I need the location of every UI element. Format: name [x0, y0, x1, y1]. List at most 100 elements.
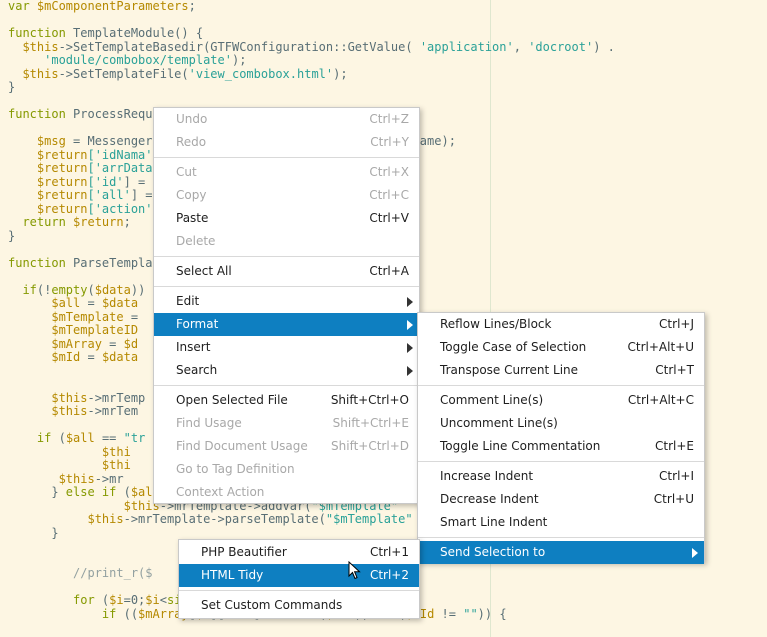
code-token: return	[8, 215, 74, 229]
code-token: (	[87, 282, 95, 297]
menu-item-undo[interactable]: Undo Ctrl+Z	[154, 108, 419, 131]
menu-item-label: Undo	[176, 112, 208, 126]
code-token: $this	[8, 512, 124, 526]
code-token: $mTemplate	[8, 309, 124, 324]
code-token: (!	[36, 282, 52, 297]
submenu-arrow-icon	[407, 320, 413, 330]
code-token: $this	[8, 498, 160, 513]
menu-item-label: Cut	[176, 165, 197, 179]
menu-item-toggle-line-commentation[interactable]: Toggle Line Commentation Ctrl+E	[418, 435, 704, 458]
menu-item-shortcut: Shift+Ctrl+O	[330, 393, 409, 407]
menu-item-uncomment-line-s[interactable]: Uncomment Line(s)	[418, 412, 704, 435]
code-line: $return['all'] =	[8, 188, 153, 203]
code-token: $i	[109, 593, 124, 607]
code-token: function	[8, 255, 74, 270]
code-line: function ProcessReque	[8, 107, 160, 122]
code-line: function ParseTemplat	[8, 255, 160, 271]
code-line: $return['id'] =	[8, 175, 145, 190]
code-token: }	[8, 80, 16, 94]
menu-item-shortcut: Ctrl+J	[659, 317, 694, 331]
code-line: if(!empty($data))	[8, 282, 145, 298]
code-token: $return	[8, 188, 88, 202]
code-token: $return	[73, 215, 124, 229]
code-token: ParseTemplat	[73, 255, 160, 270]
menu-item-label: Find Document Usage	[176, 439, 308, 453]
code-token: $i	[145, 593, 160, 607]
menu-item-edit[interactable]: Edit	[154, 290, 419, 313]
code-token: $all	[65, 431, 95, 445]
code-token: <	[159, 593, 167, 607]
code-token: !=	[434, 606, 464, 621]
code-line: $this->mrTem	[8, 404, 139, 419]
menu-item-insert[interactable]: Insert	[154, 336, 419, 359]
code-token: (	[101, 593, 110, 607]
submenu-arrow-icon	[407, 343, 413, 353]
menu-item-shortcut: Ctrl+I	[659, 469, 694, 483]
code-token: $this	[8, 471, 95, 486]
code-token: ->mrTemplate->parseTemplate(	[123, 512, 326, 526]
menu-item-search[interactable]: Search	[154, 359, 419, 382]
code-token: $this	[8, 66, 59, 81]
code-line: $this->mrTemplate->parseTemplate("$mTemp…	[8, 512, 413, 527]
menu-item-shortcut: Ctrl+Y	[370, 135, 409, 149]
code-token: $d	[123, 336, 139, 351]
code-token: ) .	[593, 39, 615, 54]
code-token: ;	[188, 0, 196, 13]
code-token: ,	[513, 39, 529, 54]
menu-item-label: Increase Indent	[440, 469, 534, 483]
code-token: ->mrTem	[87, 404, 139, 418]
menu-item-send-selection-to[interactable]: Send Selection to	[418, 541, 704, 564]
code-token: var	[8, 0, 37, 13]
menu-item-delete[interactable]: Delete	[154, 230, 419, 253]
menu-separator	[154, 256, 419, 257]
code-token: ->mrTemp	[87, 390, 146, 405]
code-token: $all	[130, 485, 160, 499]
code-line: //print_r($	[8, 566, 153, 581]
menu-item-label: PHP Beautifier	[201, 545, 287, 559]
code-token: $return	[8, 161, 88, 175]
code-token: $mComponentParameters	[36, 0, 189, 13]
menu-item-shortcut: Ctrl+E	[655, 439, 694, 453]
menu-item-label: HTML Tidy	[201, 568, 264, 582]
code-token: 'application'	[419, 39, 514, 54]
menu-item-find-document-usage[interactable]: Find Document Usage Shift+Ctrl+D	[154, 435, 419, 458]
menu-item-shortcut: Shift+Ctrl+D	[331, 439, 409, 453]
code-token: "$mTemplate"	[325, 512, 413, 526]
code-token: $data	[101, 350, 139, 364]
menu-item-shortcut: Ctrl+Z	[369, 112, 409, 126]
mouse-cursor-icon	[348, 561, 361, 580]
menu-item-comment-line-s[interactable]: Comment Line(s)Ctrl+Alt+C	[418, 389, 704, 412]
menu-item-context-action[interactable]: Context Action	[154, 481, 419, 504]
menu-item-set-custom-commands[interactable]: Set Custom Commands	[179, 594, 419, 617]
code-token: =	[80, 296, 102, 310]
code-token: //print_r($	[8, 566, 153, 580]
menu-item-shortcut: Ctrl+U	[653, 492, 694, 506]
submenu-arrow-icon	[407, 366, 413, 376]
menu-item-format[interactable]: Format	[154, 313, 419, 336]
menu-item-label: Toggle Line Commentation	[440, 439, 601, 453]
menu-item-increase-indent[interactable]: Increase Indent Ctrl+I	[418, 465, 704, 488]
code-line: $mTemplateID	[8, 323, 138, 338]
menu-item-go-to-tag-definition[interactable]: Go to Tag Definition	[154, 458, 419, 481]
menu-item-label: Uncomment Line(s)	[440, 416, 558, 430]
menu-item-smart-line-indent[interactable]: Smart Line Indent	[418, 511, 704, 534]
menu-separator	[418, 461, 704, 462]
menu-item-label: Comment Line(s)	[440, 393, 544, 407]
code-token: $msg	[8, 134, 66, 148]
code-token: else if	[65, 485, 124, 499]
code-token: $mArray	[8, 336, 102, 351]
